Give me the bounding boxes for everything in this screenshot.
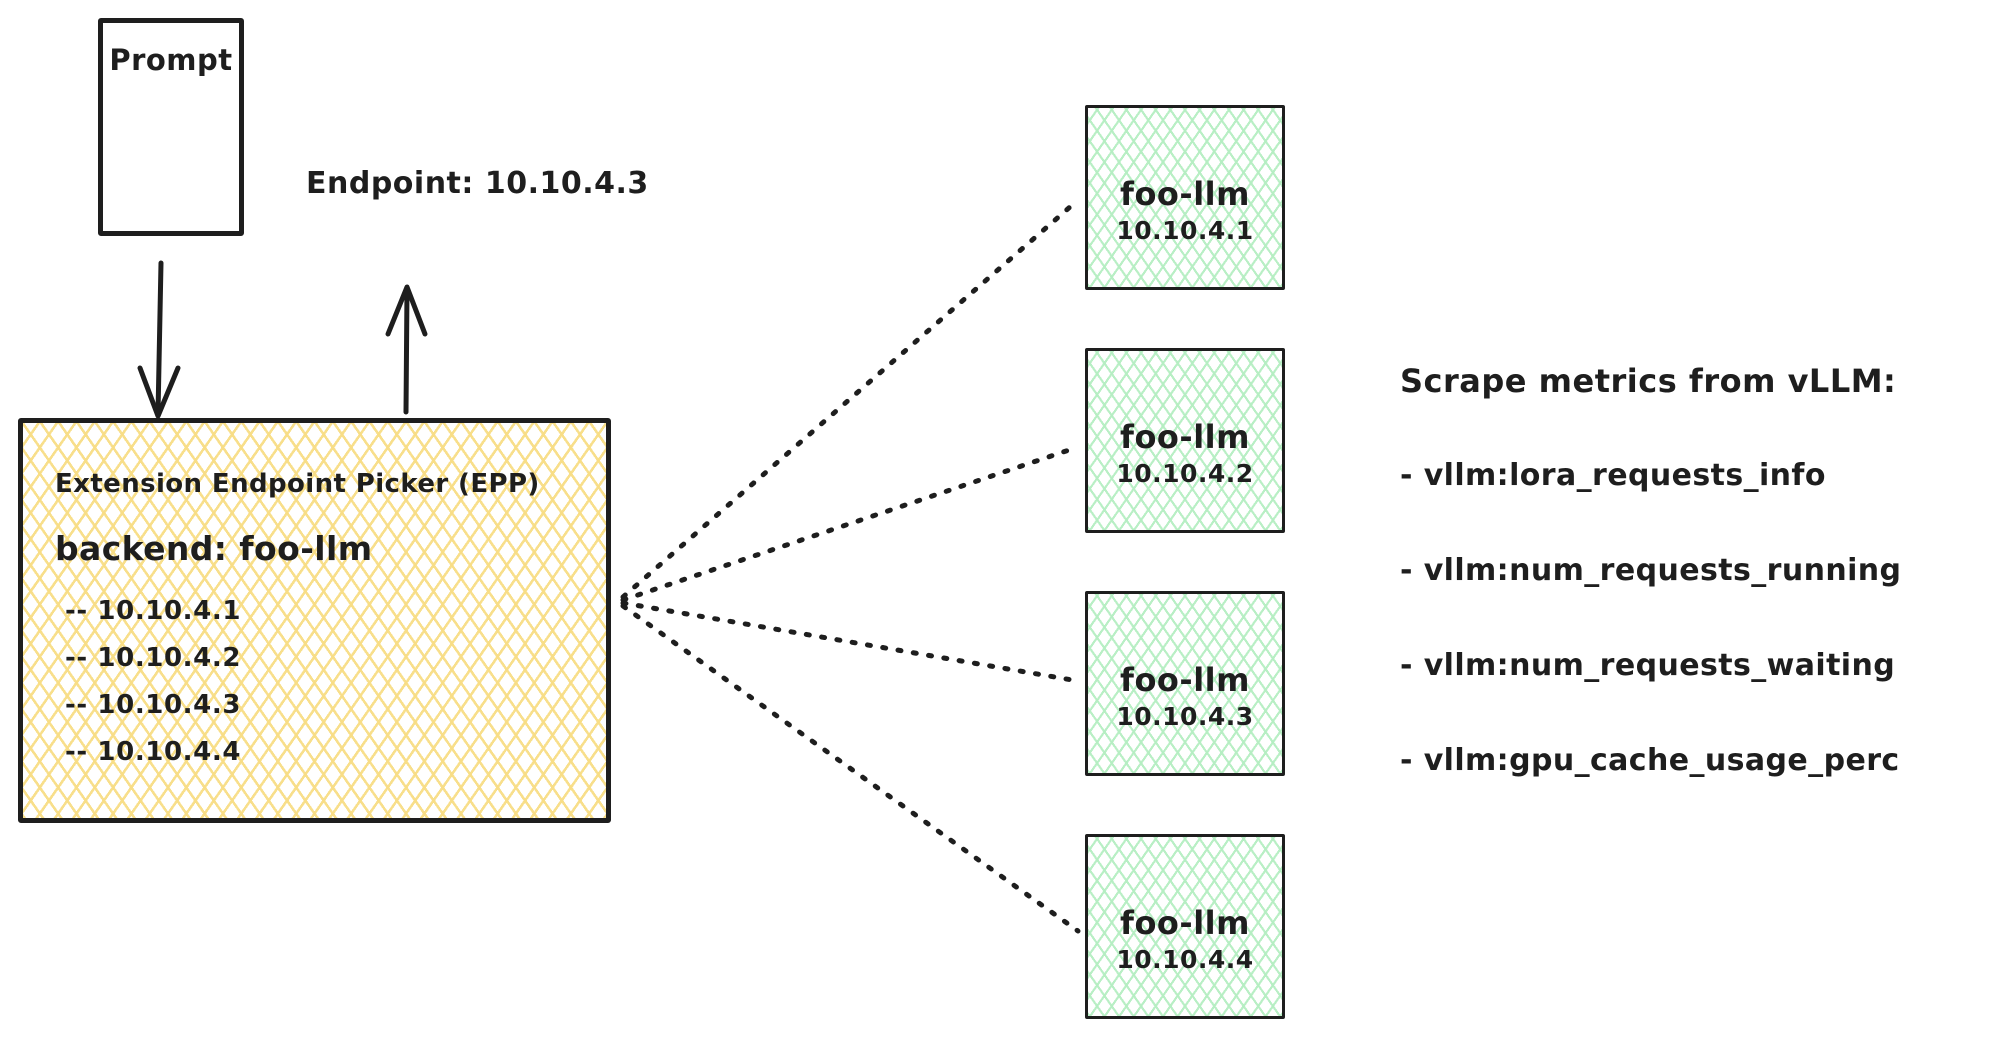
- epp-endpoint-item: -- 10.10.4.1: [65, 596, 242, 626]
- backend-ip: 10.10.4.2: [1116, 459, 1254, 488]
- backend-box-3: foo-llm 10.10.4.3: [1085, 591, 1285, 776]
- fan-line-backend-3: [620, 600, 1081, 684]
- backend-box-4: foo-llm 10.10.4.4: [1085, 834, 1285, 1019]
- epp-title: Extension Endpoint Picker (EPP): [55, 469, 540, 499]
- fan-line-backend-1: [620, 197, 1081, 600]
- backend-name: foo-llm: [1120, 175, 1250, 213]
- metric-item: - vllm:lora_requests_info: [1400, 458, 1826, 493]
- metrics-list: - vllm:lora_requests_info - vllm:num_req…: [1400, 458, 1975, 778]
- response-up-arrow: [385, 284, 428, 415]
- backend-ip: 10.10.4.1: [1116, 216, 1254, 245]
- fan-line-backend-4: [620, 603, 1081, 934]
- backend-box-2: foo-llm 10.10.4.2: [1085, 348, 1285, 533]
- epp-box: Extension Endpoint Picker (EPP) backend:…: [18, 418, 611, 823]
- backend-box-1: foo-llm 10.10.4.1: [1085, 105, 1285, 290]
- epp-backend-label: backend: foo-llm: [55, 529, 373, 568]
- metric-item: - vllm:num_requests_waiting: [1400, 648, 1896, 683]
- prompt-label: Prompt: [109, 43, 233, 77]
- metric-item: - vllm:gpu_cache_usage_perc: [1400, 743, 1900, 778]
- backend-name: foo-llm: [1120, 661, 1250, 699]
- metric-item: - vllm:num_requests_running: [1400, 553, 1902, 588]
- backend-name: foo-llm: [1120, 904, 1250, 942]
- backend-name: foo-llm: [1120, 418, 1250, 456]
- request-down-arrow: [137, 260, 181, 419]
- backend-ip: 10.10.4.4: [1116, 945, 1254, 974]
- epp-endpoint-item: -- 10.10.4.4: [65, 737, 242, 767]
- epp-endpoint-item: -- 10.10.4.3: [65, 690, 242, 720]
- backend-ip: 10.10.4.3: [1116, 702, 1254, 731]
- endpoint-label: Endpoint: 10.10.4.3: [306, 166, 649, 201]
- fan-line-backend-2: [620, 444, 1081, 603]
- metrics-panel: Scrape metrics from vLLM: - vllm:lora_re…: [1400, 362, 1975, 778]
- metrics-title: Scrape metrics from vLLM:: [1400, 362, 1897, 400]
- epp-endpoint-item: -- 10.10.4.2: [65, 643, 242, 673]
- prompt-box: Prompt: [98, 18, 244, 236]
- epp-endpoint-list: -- 10.10.4.1 -- 10.10.4.2 -- 10.10.4.3 -…: [65, 596, 586, 767]
